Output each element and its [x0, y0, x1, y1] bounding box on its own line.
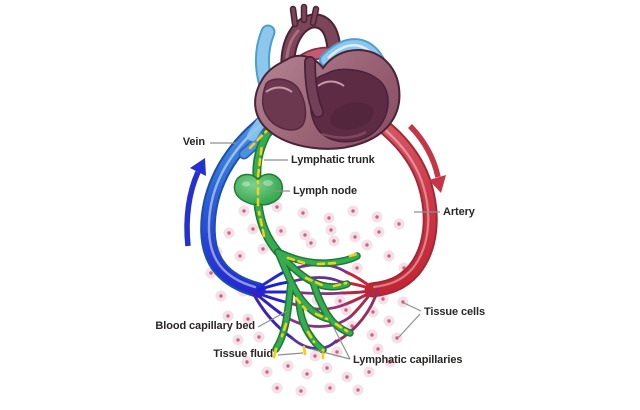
pointer-tissue-cells-upper	[403, 302, 422, 312]
artery-vessel	[350, 100, 438, 298]
lymph-capillary-tips	[272, 345, 325, 360]
heart-illustration	[247, 3, 401, 150]
lymph-flow-arrows	[248, 111, 359, 344]
vein-flow-up-arrow	[184, 158, 206, 247]
blood-capillary-bed	[250, 263, 380, 350]
label-blood-capillary-bed: Blood capillary bed	[155, 320, 255, 332]
pointer-lymphatic-capillaries-1	[310, 348, 351, 360]
pointer-lymphatic-capillaries-2	[333, 327, 351, 360]
label-tissue-fluid: Tissue fluid	[213, 348, 273, 360]
label-tissue-cells: Tissue cells	[424, 306, 485, 318]
label-lymphatic-capillaries: Lymphatic capillaries	[353, 354, 463, 366]
pointer-lines	[210, 142, 440, 360]
label-artery: Artery	[443, 206, 475, 218]
pointer-tissue-fluid	[277, 352, 304, 356]
label-lymphatic-trunk: Lymphatic trunk	[291, 154, 375, 166]
pointer-blood-capillary-bed	[257, 310, 288, 328]
label-lymph-node: Lymph node	[293, 185, 357, 197]
label-vein: Vein	[182, 136, 205, 148]
pointer-tissue-cells-lower	[397, 313, 421, 339]
tissue-cells-field	[205, 201, 410, 397]
artery-flow-down-arrow	[408, 124, 446, 193]
